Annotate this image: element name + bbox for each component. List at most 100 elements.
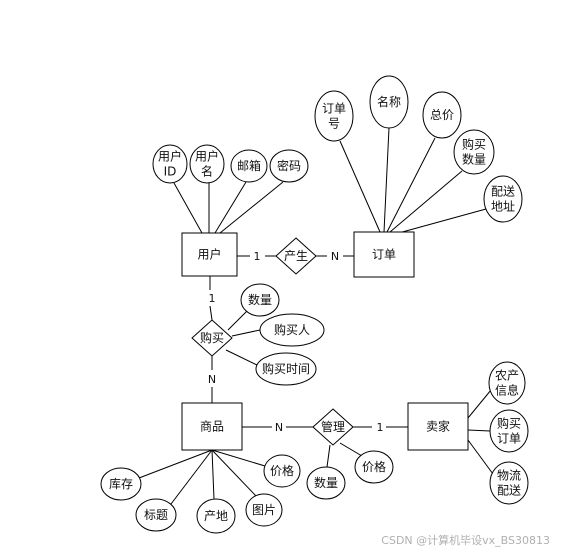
attribute-ellipse xyxy=(100,467,142,501)
cardinality-produce-order: N xyxy=(331,250,339,263)
attribute-label: 号 xyxy=(328,117,340,131)
attribute-ellipse xyxy=(269,149,309,183)
attribute-ellipse xyxy=(240,283,280,317)
relationship-diamond xyxy=(275,237,317,275)
attribute-label: 购买 xyxy=(462,137,486,152)
connector-line xyxy=(394,208,487,235)
connector-line xyxy=(383,127,390,233)
attribute-label: 邮箱 xyxy=(237,158,261,173)
attribute-ellipse xyxy=(483,175,523,223)
connector-line xyxy=(389,170,463,233)
attribute-manage-price: 价格 xyxy=(354,450,394,484)
attribute-ellipse xyxy=(489,409,529,453)
watermark: CSDN @计算机毕设vx_BS30813 xyxy=(381,534,550,547)
attribute-label: 价格 xyxy=(270,463,294,478)
attribute-label: 标题 xyxy=(144,508,168,522)
connector-line xyxy=(211,449,266,467)
relationship-manage: 管理 xyxy=(312,408,354,446)
attribute-label: 产地 xyxy=(204,509,228,523)
attribute-label: 农产 xyxy=(495,369,519,383)
attribute-label: 价格 xyxy=(362,459,386,474)
connector-line xyxy=(225,349,260,367)
attribute-label: 订单 xyxy=(497,432,521,446)
attribute-ellipse xyxy=(189,144,225,184)
attribute-label: 名 xyxy=(201,164,213,179)
attribute-label: 购买时间 xyxy=(262,361,310,376)
relationship-produce: 产生 xyxy=(275,237,317,275)
entity-label: 商品 xyxy=(200,419,224,434)
attribute-buy-time: 购买时间 xyxy=(255,352,317,386)
attribute-ellipse xyxy=(488,361,526,405)
entity-seller: 卖家 xyxy=(407,402,469,451)
entity-box xyxy=(407,402,469,451)
attribute-label: 数量 xyxy=(462,152,486,167)
attribute-label: 库存 xyxy=(109,476,133,491)
attribute-price: 价格 xyxy=(263,454,301,488)
attribute-order-name: 名称 xyxy=(369,75,409,129)
attribute-label: 用户 xyxy=(195,149,219,164)
entity-label: 用户 xyxy=(197,247,221,262)
attribute-total-price: 总价 xyxy=(422,91,462,139)
connector-line xyxy=(170,449,213,505)
attribute-label: 配送 xyxy=(491,184,515,199)
attribute-buyer: 购买人 xyxy=(259,313,325,347)
attribute-ellipse xyxy=(245,493,283,527)
attribute-ellipse xyxy=(263,454,301,488)
connector-line xyxy=(339,140,381,233)
attribute-password: 密码 xyxy=(269,149,309,183)
connector-line xyxy=(467,439,494,475)
attribute-label: 配送 xyxy=(497,483,521,498)
entity-label: 卖家 xyxy=(426,419,450,434)
cardinality-manage-seller: 1 xyxy=(377,421,384,434)
attribute-buy-qty: 数量 xyxy=(240,283,280,317)
connector-line xyxy=(386,137,436,233)
cardinality-user-buy: 1 xyxy=(209,292,216,305)
attribute-ellipse xyxy=(196,498,236,534)
relationship-diamond xyxy=(312,408,354,446)
attribute-label: 数量 xyxy=(248,292,272,307)
connector-line xyxy=(467,389,492,419)
attribute-image: 图片 xyxy=(245,493,283,527)
connector-line xyxy=(211,449,215,500)
connector-line xyxy=(211,449,257,497)
attribute-ellipse xyxy=(422,91,462,139)
cardinality-buy-product: N xyxy=(208,373,216,386)
attribute-label: 数量 xyxy=(314,475,338,490)
relationship-buy: 购买 xyxy=(191,319,233,357)
attribute-ellipse xyxy=(369,75,409,129)
connector-lines xyxy=(138,127,494,505)
attribute-user-name: 用户名 xyxy=(189,144,225,184)
connector-line xyxy=(339,442,363,457)
connector-line xyxy=(326,444,331,468)
attribute-label: 购买 xyxy=(497,416,521,431)
entity-label: 订单 xyxy=(372,248,396,262)
connector-line xyxy=(209,305,213,321)
entity-product: 商品 xyxy=(181,402,243,451)
relationship-label: 购买 xyxy=(200,330,224,345)
attribute-label: 名称 xyxy=(377,94,401,109)
relationship-label: 管理 xyxy=(321,419,345,434)
entity-order: 订单 xyxy=(353,231,415,278)
attribute-email: 邮箱 xyxy=(230,149,268,183)
connector-line xyxy=(214,181,247,234)
attribute-ellipse xyxy=(306,466,346,500)
entity-box xyxy=(353,231,415,278)
attribute-label: 物流 xyxy=(497,469,521,483)
entity-user: 用户 xyxy=(181,232,238,277)
connector-line xyxy=(467,429,491,432)
attribute-ellipse xyxy=(230,149,268,183)
connector-line xyxy=(173,182,203,234)
entity-box xyxy=(181,402,243,451)
connector-line xyxy=(219,181,284,234)
cardinality-product-manage: N xyxy=(275,421,283,434)
attribute-label: ID xyxy=(164,165,177,179)
attribute-ellipse xyxy=(489,461,529,505)
attribute-stock: 库存 xyxy=(100,467,142,501)
